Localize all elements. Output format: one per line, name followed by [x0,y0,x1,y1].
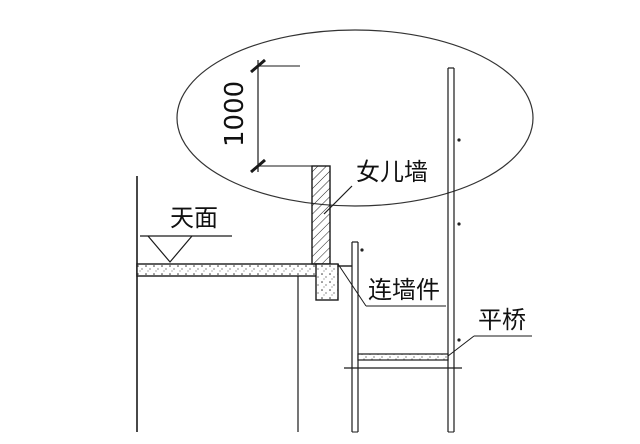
building-wall [136,176,299,432]
parapet-leader [323,185,353,215]
parapet-wall [311,165,331,265]
wall-tie [337,263,367,307]
roof-level-marker [140,235,232,263]
parapet-label: 女儿墙 [356,158,428,186]
wall-tie-label: 连墙件 [368,276,440,304]
platform-deck [357,353,449,361]
roof-label: 天面 [170,204,218,232]
edge-beam [315,263,339,301]
platform-label: 平桥 [478,306,526,334]
highlight-ellipse [176,29,534,207]
platform-leader [447,335,475,357]
dimension-line [250,58,316,174]
scaffold-outer-pole [447,67,461,432]
dimension-value: 1000 [220,81,250,147]
roof-slab [136,263,320,277]
scaffold-inner-pole [351,241,364,432]
